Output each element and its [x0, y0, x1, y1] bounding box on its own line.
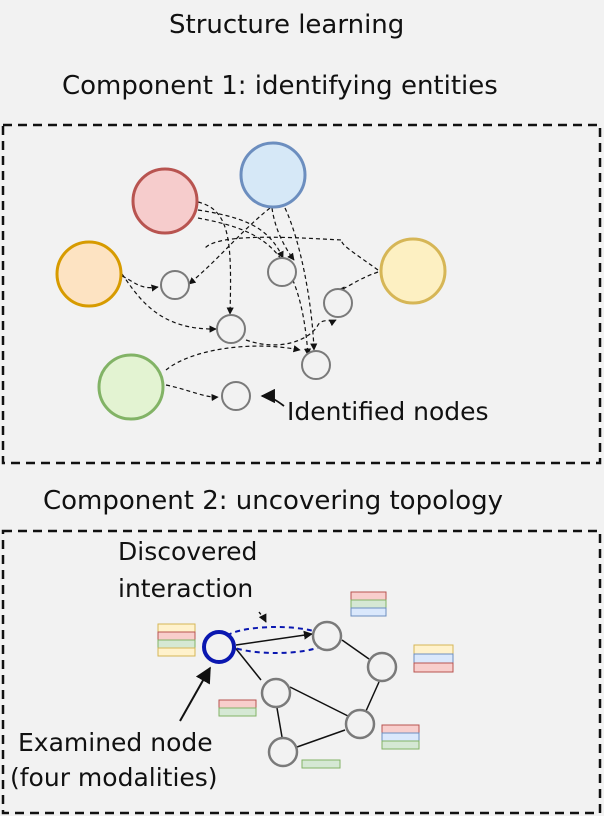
component2-edges	[232, 639, 380, 748]
modality-bar-green	[218, 707, 257, 717]
examined-node	[202, 630, 236, 664]
graph-node	[311, 620, 343, 652]
modality-bar-yellow	[413, 644, 454, 655]
identified-node	[267, 257, 297, 287]
modality-bar-red	[218, 699, 257, 709]
identified-node	[221, 381, 251, 411]
modality-bar-green	[301, 759, 341, 769]
node-modalities	[381, 724, 420, 750]
node-modalities	[301, 759, 341, 769]
modality-bar-red	[350, 591, 387, 601]
component1-dashed-edges	[121, 201, 379, 402]
component1-title: Component 1: identifying entities	[62, 71, 498, 101]
node-modalities	[350, 591, 387, 617]
graph-node	[344, 708, 376, 740]
modality-bar-red	[157, 631, 196, 641]
examined-node-arrow	[179, 666, 211, 722]
identified-node	[301, 350, 331, 380]
discovered-interaction-label-line2: interaction	[118, 574, 254, 603]
discovered-interaction-edge	[235, 630, 313, 646]
modality-bar-green	[381, 740, 420, 750]
modality-bar-red	[413, 662, 454, 673]
node-modalities	[218, 699, 257, 717]
entity-circle-green	[97, 353, 165, 421]
examined-node-label-line1: Examined node	[18, 728, 213, 757]
node-modalities	[413, 644, 454, 673]
modality-bar-yellow	[157, 623, 196, 633]
modality-bar-blue	[413, 653, 454, 664]
discovered-interaction-label-line1: Discovered	[118, 537, 258, 566]
identified-node	[323, 288, 353, 318]
component2-box	[1, 529, 602, 815]
modality-bar-blue	[381, 732, 420, 742]
modality-bar-red	[381, 724, 420, 734]
modality-bar-yellow	[157, 647, 196, 657]
modality-bar-blue	[350, 607, 387, 617]
component2-title: Component 2: uncovering topology	[43, 486, 504, 516]
graph-node	[267, 736, 299, 768]
identified-node	[216, 314, 246, 344]
entity-circle-yellow	[379, 237, 447, 305]
modality-bar-green	[157, 639, 196, 649]
identified-nodes-label: Identified nodes	[287, 397, 489, 426]
entity-circle-blue	[239, 141, 307, 209]
modality-bar-green	[350, 599, 387, 609]
graph-node	[366, 651, 398, 683]
diagram-title: Structure learning	[169, 10, 405, 40]
identified-node	[160, 270, 190, 300]
examined-node-label-line2: (four modalities)	[10, 763, 218, 792]
entity-circle-orange	[55, 240, 123, 308]
entity-circle-red	[131, 167, 199, 235]
graph-node	[260, 677, 292, 709]
component1-box	[1, 123, 602, 465]
examined-node-modalities	[157, 623, 196, 657]
identified-nodes-arrow	[260, 388, 285, 407]
discovered-interaction-arrow	[258, 611, 267, 623]
